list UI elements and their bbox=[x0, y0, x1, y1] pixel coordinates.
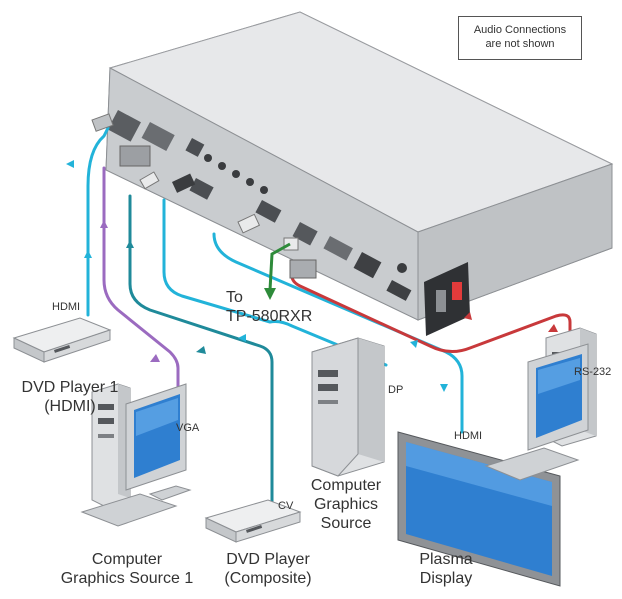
label-tp-580rxr-model: TP-580RXR bbox=[226, 308, 313, 325]
label-cv: CV bbox=[278, 500, 294, 512]
label-computer-graphics-source-1: Computer Graphics Source 1 bbox=[42, 550, 212, 588]
label-dvd-player-1-line-2: (HDMI) bbox=[44, 398, 96, 415]
label-dp: DP bbox=[388, 384, 404, 396]
label-dvd-player-composite: DVD Player (Composite) bbox=[208, 550, 328, 588]
label-computer-graphics-source: Computer Graphics Source bbox=[296, 476, 396, 533]
label-dvd2-line-2: (Composite) bbox=[224, 570, 312, 587]
label-cgs-line-2: Graphics bbox=[313, 496, 379, 513]
cables bbox=[86, 126, 572, 508]
label-cgs-line-1: Computer bbox=[310, 477, 382, 494]
label-cgs1-line-1: Computer bbox=[91, 551, 163, 568]
label-plasma-line-1: Plasma bbox=[419, 551, 473, 568]
computer-graphics-source bbox=[311, 337, 385, 477]
label-dvd2-line-1: DVD Player bbox=[226, 551, 310, 568]
audio-note-box: Audio Connections are not shown bbox=[458, 16, 582, 60]
switcher-unit bbox=[105, 11, 614, 336]
label-tp-580rxr: To TP-580RXR bbox=[226, 288, 312, 326]
tp-output-arrow bbox=[264, 242, 291, 300]
rs232-controller-pc bbox=[484, 327, 597, 481]
label-rs232: RS-232 bbox=[574, 366, 612, 378]
audio-note-line-1: Audio Connections bbox=[473, 24, 567, 36]
label-dvd-player-1-line-1: DVD Player 1 bbox=[21, 379, 119, 396]
label-plasma-line-2: Display bbox=[419, 570, 473, 587]
dvd-player-1 bbox=[12, 317, 112, 363]
label-to: To bbox=[226, 289, 243, 306]
cable-plugs bbox=[91, 113, 317, 279]
computer-graphics-source-1 bbox=[80, 383, 192, 527]
label-cgs1-line-2: Graphics Source 1 bbox=[60, 570, 194, 587]
label-vga: VGA bbox=[176, 422, 200, 434]
label-dvd-player-1: DVD Player 1 (HDMI) bbox=[10, 378, 130, 416]
label-plasma-display: Plasma Display bbox=[406, 550, 486, 588]
label-hdmi-left: HDMI bbox=[52, 301, 81, 313]
dvd-player-composite bbox=[204, 499, 302, 543]
label-cgs-line-3: Source bbox=[320, 515, 372, 532]
label-hdmi-right: HDMI bbox=[454, 430, 483, 442]
audio-note-line-2: are not shown bbox=[485, 38, 555, 50]
